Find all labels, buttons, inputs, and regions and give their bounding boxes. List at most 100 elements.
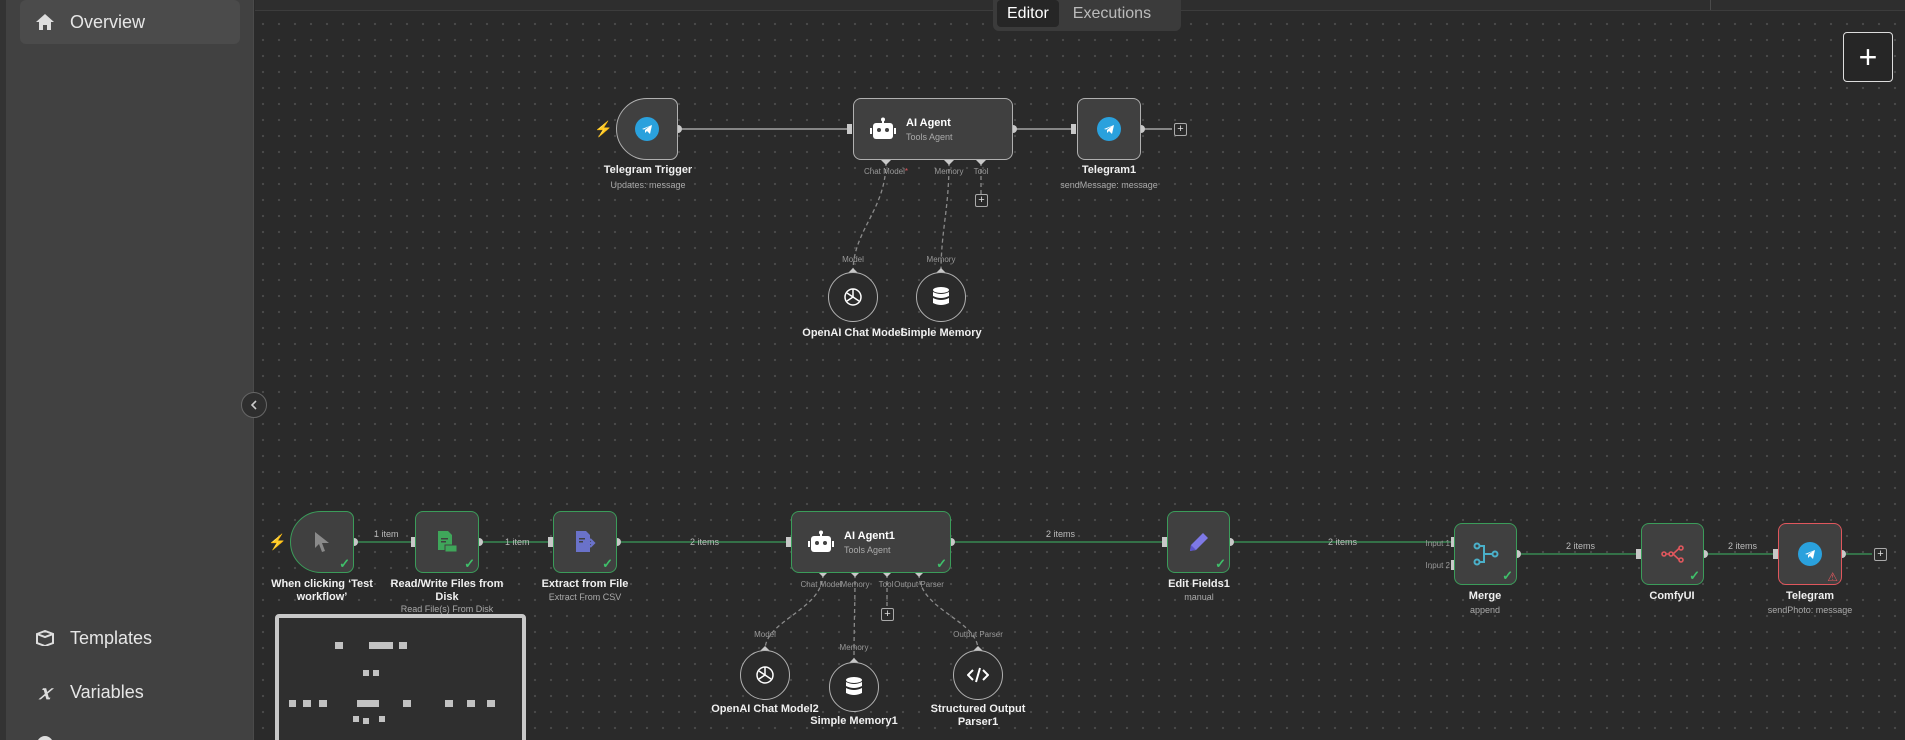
node-simple-memory1[interactable] [829,662,879,712]
node-structured-output-parser1[interactable] [953,650,1003,700]
help-icon [34,733,56,740]
port-tool: Tool [878,580,894,589]
warning-icon: ⚠ [1827,570,1838,584]
edge-label: 2 items [1566,541,1596,551]
edge-label: 2 items [690,537,720,547]
node-label: When clicking ‘Test workflow’ [271,578,373,603]
port-chat-model: Chat Model [800,580,842,589]
tab-executions[interactable]: Executions [1072,4,1152,22]
node-subtitle: Extract From CSV [548,592,622,602]
node-label: Edit Fields1 [1168,578,1230,590]
node-subtitle: Read File(s) From Disk [400,604,494,614]
edge-label: 2 items [1728,541,1758,551]
port-memory: Memory [840,580,870,589]
node-read-write-files[interactable]: ✓ [415,511,479,573]
node-telegram[interactable]: ⚠ [1778,523,1842,585]
code-icon [967,667,989,683]
node-subtitle: sendMessage: message [1060,180,1158,190]
view-tabs: Editor Executions [993,0,1181,31]
success-check-icon: ✓ [602,556,613,571]
port-chat-model: Chat Model [856,167,916,176]
port-model: Model [754,630,776,639]
port-model: Model [842,255,864,264]
node-openai-chat-model2[interactable] [740,650,790,700]
sidebar-item-templates[interactable]: Templates [20,616,240,660]
node-telegram1[interactable] [1077,98,1141,160]
sidebar-item-overview[interactable]: Overview [20,0,240,44]
node-label: Telegram [1785,590,1835,602]
node-label: Simple Memory [900,327,982,339]
sidebar: Overview Templates 𝑥 Variables [0,0,254,740]
port-output-parser: Output Parser [894,580,944,589]
port-output-parser: Output Parser [953,630,1003,639]
node-merge[interactable]: ✓ [1454,523,1517,585]
add-tool-button[interactable]: + [881,608,894,621]
sidebar-item-variables[interactable]: 𝑥 Variables [20,670,240,714]
telegram-icon [1798,542,1822,566]
node-openai-chat-model[interactable] [828,272,878,322]
node-label: OpenAI Chat Model2 [711,703,819,715]
merge-input-2-label: Input 2 [1425,561,1450,570]
sidebar-item-label: Templates [70,627,153,648]
node-comfyui[interactable]: ✓ [1641,523,1704,585]
success-check-icon: ✓ [1215,556,1226,571]
collapse-sidebar-button[interactable] [241,392,267,418]
node-edit-fields[interactable]: ✓ [1167,511,1230,573]
node-label: Extract from File [541,578,629,590]
node-subtitle: sendPhoto: message [1767,605,1853,615]
port-tool: Tool [973,167,989,176]
node-label: OpenAI Chat Model [802,327,904,339]
edge-label: 2 items [1328,537,1358,547]
sidebar-rail [0,0,6,740]
telegram-icon [635,117,659,141]
node-ai-agent1[interactable]: AI Agent1 Tools Agent ✓ [791,511,951,573]
file-write-icon [438,531,458,553]
edge-label: 1 item [374,529,399,539]
edge-label: 1 item [505,537,530,547]
add-next-node-button[interactable]: + [1174,123,1187,136]
node-simple-memory[interactable] [916,272,966,322]
port-memory: Memory [839,643,869,652]
sidebar-item-label: Variables [70,681,144,702]
add-tool-button[interactable]: + [975,194,988,207]
success-check-icon: ✓ [464,556,475,571]
pencil-icon [1189,533,1208,551]
templates-box-icon [34,627,56,649]
add-next-node-button[interactable]: + [1874,548,1887,561]
add-node-button[interactable]: + [1843,32,1893,82]
robot-icon [808,530,834,552]
trigger-bolt-icon: ⚡ [268,534,287,551]
tab-editor[interactable]: Editor [997,0,1059,27]
sidebar-item-help[interactable] [20,722,240,740]
edge-label: 2 items [1046,529,1076,539]
merge-icon [1473,542,1498,566]
success-check-icon: ✓ [339,556,350,571]
node-telegram-trigger[interactable] [616,98,678,160]
port-memory: Memory [926,255,956,264]
robot-icon [870,117,896,139]
node-extract-from-file[interactable]: ✓ [553,511,617,573]
trigger-bolt-icon: ⚡ [594,121,613,138]
sidebar-item-label: Overview [70,11,146,32]
node-label: Structured Output Parser1 [930,703,1026,728]
variable-x-icon: 𝑥 [39,680,51,704]
database-icon [933,287,949,305]
house-icon [34,11,56,33]
node-label: Telegram1 [1081,164,1137,176]
extract-file-icon [576,531,596,552]
node-label: ComfyUI [1649,590,1695,602]
cursor-icon [315,532,329,552]
chevron-left-icon [250,400,257,410]
openai-icon [844,288,862,306]
node-subtitle: Updates: message [610,180,686,190]
node-manual-trigger[interactable]: ✓ [290,511,354,573]
node-subtitle: manual [1184,592,1214,602]
comfyui-icon [1660,545,1684,563]
port-memory: Memory [934,167,964,176]
database-icon [846,677,862,695]
merge-input-1-label: Input 1 [1425,539,1450,548]
node-ai-agent[interactable]: AI Agent Tools Agent [853,98,1013,160]
telegram-icon [1097,117,1121,141]
node-label: Read/Write Files from Disk [390,578,504,603]
minimap[interactable] [275,614,526,740]
